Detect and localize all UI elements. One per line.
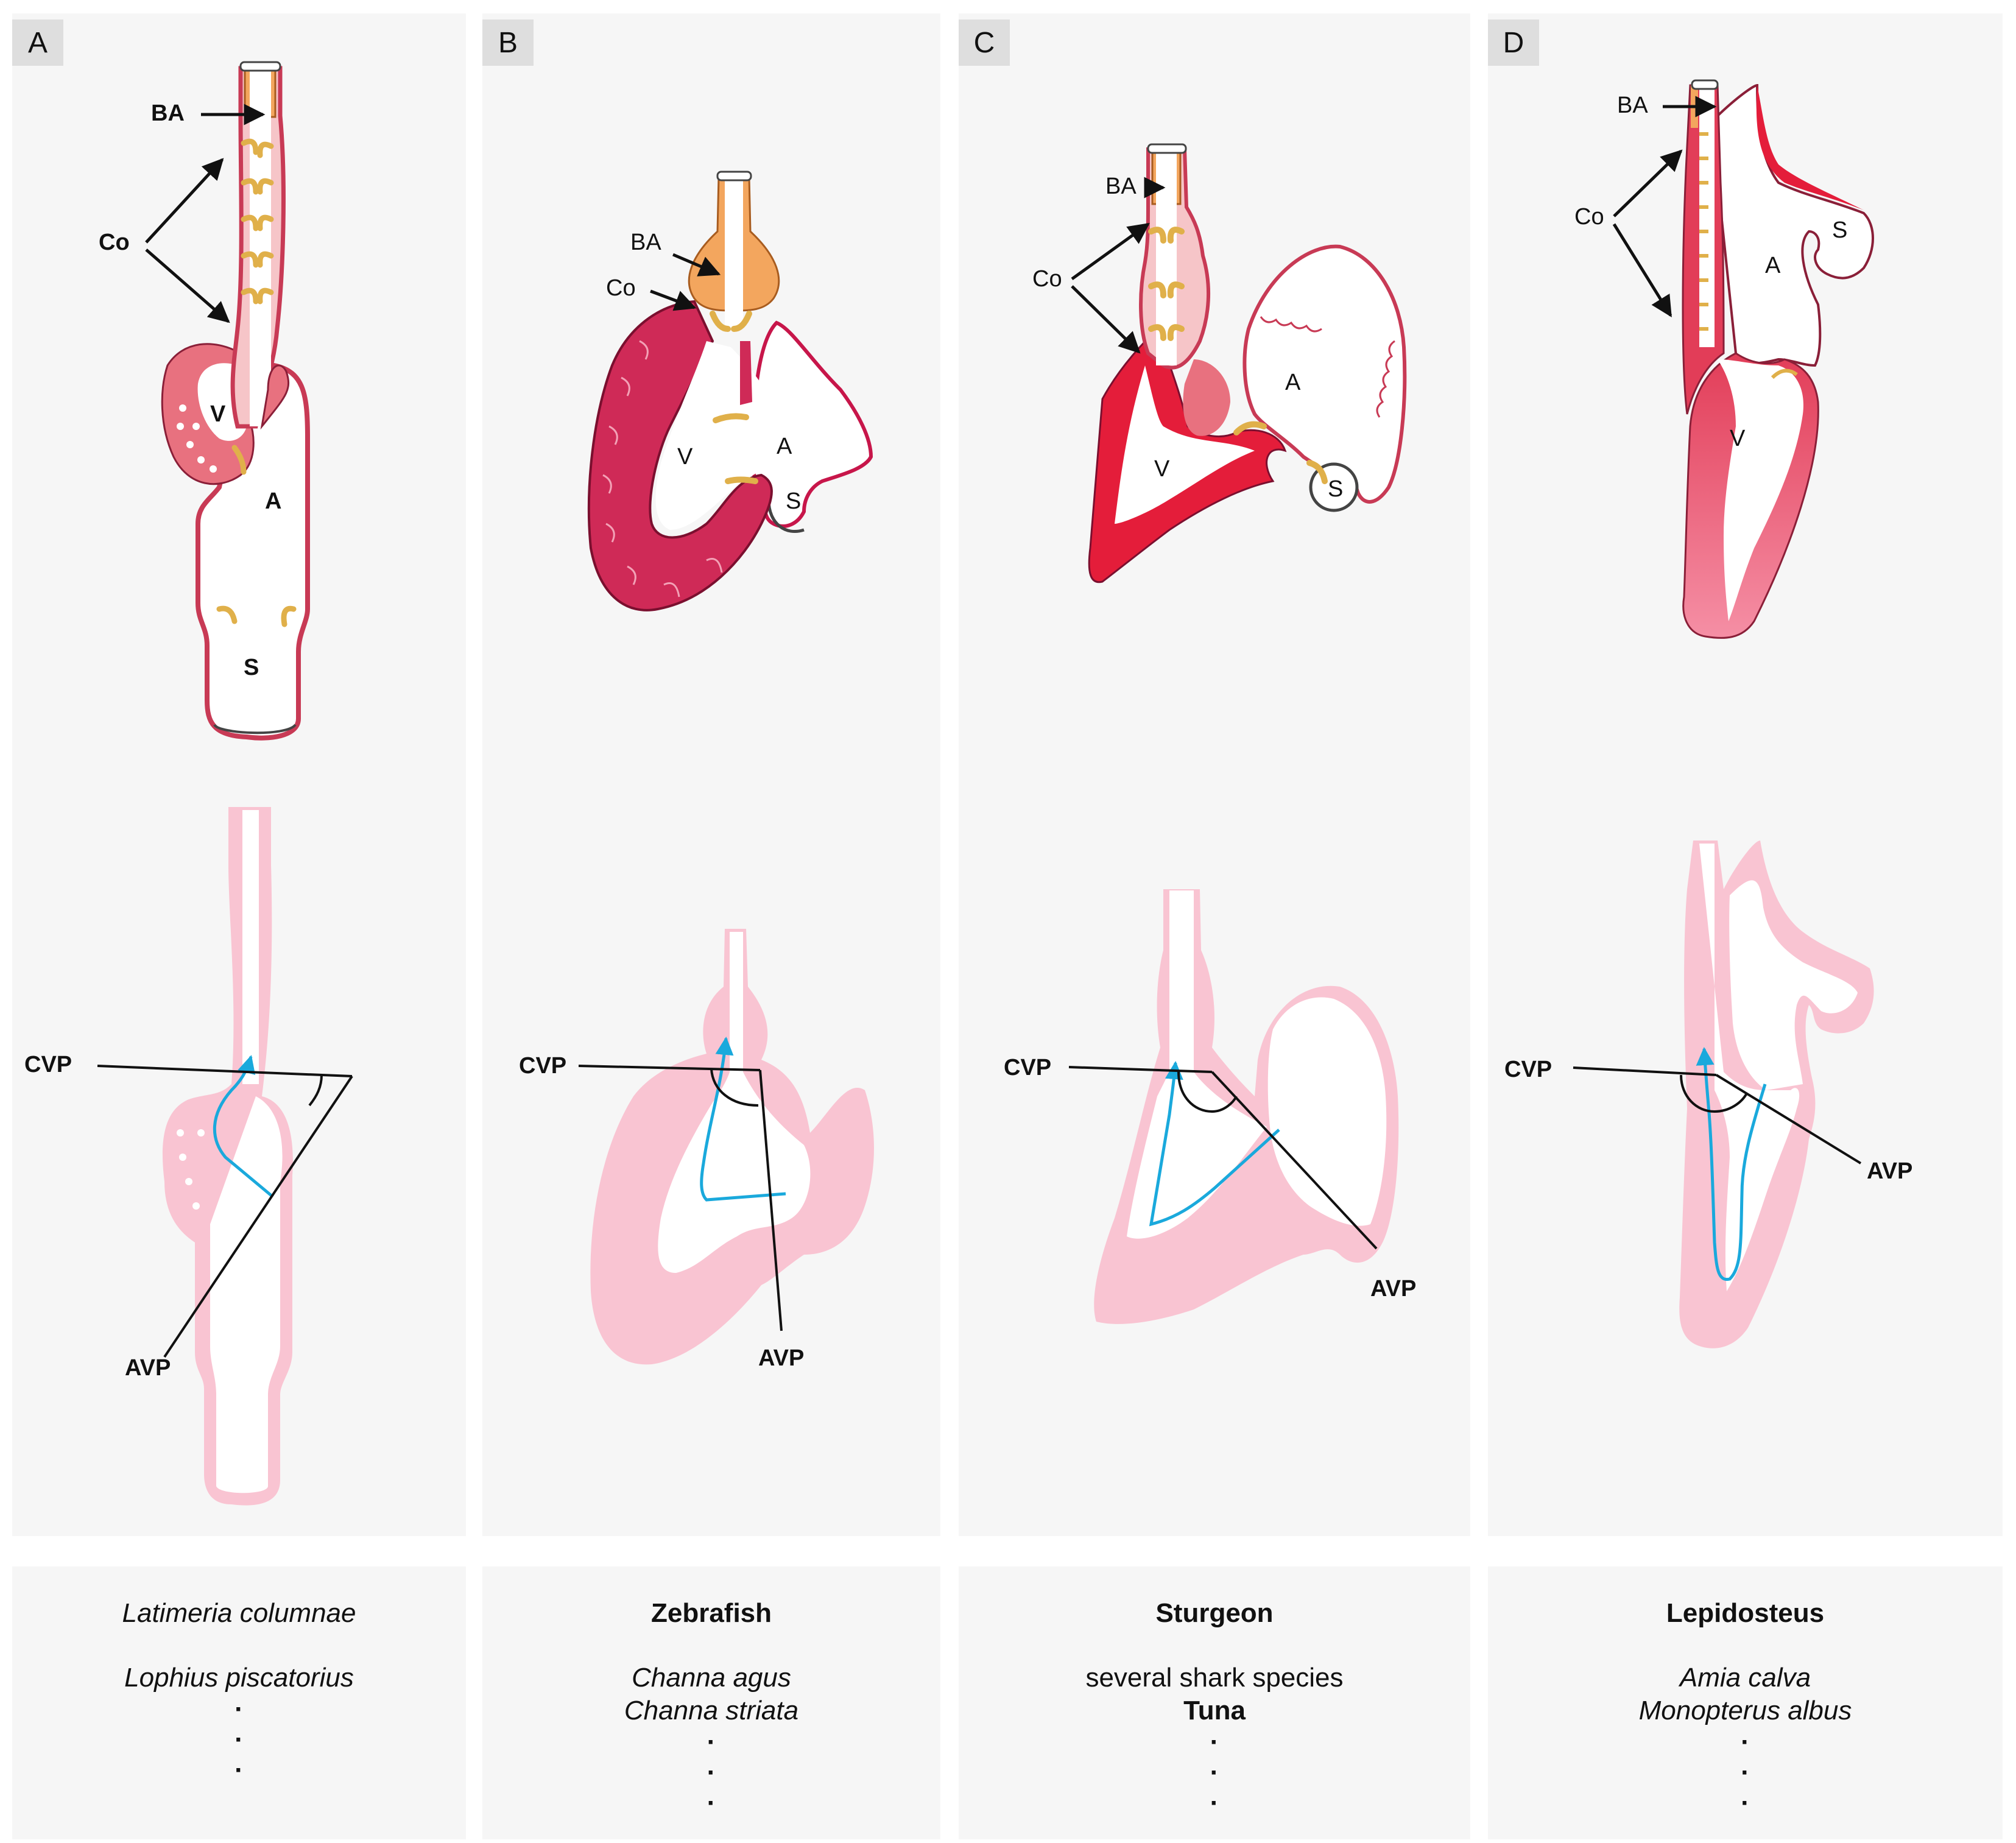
- svg-text:B: B: [498, 27, 518, 59]
- label-c-ba: BA: [1105, 174, 1137, 199]
- panel-b-ghost-heart: [590, 929, 874, 1365]
- label-c-s: S: [1328, 476, 1343, 502]
- panel-c-heart: [1088, 143, 1407, 583]
- panel-letter-c: C: [959, 19, 1010, 66]
- label-a-a: A: [265, 488, 281, 514]
- caption-c-dots: · · ·: [1210, 1727, 1219, 1818]
- label-d-cvp: CVP: [1504, 1057, 1552, 1082]
- label-c-a: A: [1285, 370, 1301, 395]
- panel-c-angle: [1068, 1066, 1378, 1250]
- caption-b-line-2: Channa striata: [624, 1696, 799, 1725]
- label-a-avp: AVP: [125, 1355, 171, 1381]
- caption-a-dots: · · ·: [234, 1694, 244, 1785]
- svg-text:C: C: [974, 27, 995, 59]
- panel-a-ghost-heart: [162, 807, 293, 1506]
- panel-letter-b: B: [482, 19, 534, 66]
- caption-c-title: Sturgeon: [1155, 1598, 1274, 1628]
- caption-d-line-2: Monopterus albus: [1638, 1696, 1852, 1725]
- label-d-avp: AVP: [1867, 1158, 1912, 1184]
- panel-letter-d: D: [1488, 19, 1539, 66]
- caption-d-dots: · · ·: [1741, 1727, 1750, 1818]
- caption-a-line-1: Lophius piscatorius: [124, 1663, 354, 1693]
- caption-c-line-2: Tuna: [1183, 1696, 1246, 1725]
- label-b-co: Co: [606, 275, 636, 301]
- label-b-v: V: [677, 444, 693, 470]
- label-d-s: S: [1832, 217, 1847, 243]
- panel-c-flow-path: [1149, 1061, 1280, 1227]
- label-a-v: V: [210, 401, 226, 427]
- label-c-co: Co: [1032, 266, 1062, 292]
- panel-b-angle: [578, 1065, 783, 1331]
- caption-c-line-1: several shark species: [1085, 1663, 1344, 1693]
- label-b-s: S: [786, 488, 801, 514]
- panel-d-ghost-heart: [1679, 840, 1874, 1348]
- caption-d-line-1: Amia calva: [1679, 1663, 1811, 1693]
- caption-b: Zebrafish Channa agus Channa striata · ·…: [482, 1566, 940, 1839]
- svg-text:A: A: [28, 27, 48, 59]
- caption-a: Latimeria columnae Lophius piscatorius ·…: [12, 1566, 466, 1839]
- label-b-avp: AVP: [758, 1345, 804, 1371]
- label-c-avp: AVP: [1370, 1276, 1416, 1302]
- panel-b-flow-path: [700, 1037, 786, 1202]
- caption-d-title: Lepidosteus: [1666, 1598, 1825, 1628]
- caption-b-line-1: Channa agus: [632, 1663, 791, 1693]
- caption-a-title: Latimeria columnae: [122, 1598, 356, 1628]
- caption-c: Sturgeon several shark species Tuna · · …: [959, 1566, 1470, 1839]
- panel-letter-a: A: [12, 19, 63, 66]
- label-a-co: Co: [99, 230, 130, 255]
- label-b-a: A: [777, 434, 792, 459]
- label-b-ba: BA: [630, 230, 661, 255]
- panel-a-heart: [161, 61, 310, 741]
- label-a-s: S: [244, 655, 259, 680]
- label-d-ba: BA: [1617, 93, 1648, 118]
- panel-b-heart: [587, 171, 873, 611]
- caption-d: Lepidosteus Amia calva Monopterus albus …: [1488, 1566, 2003, 1839]
- label-c-cvp: CVP: [1004, 1055, 1051, 1080]
- label-b-cvp: CVP: [519, 1053, 566, 1079]
- panel-d-angle: [1573, 1066, 1862, 1165]
- panel-d-flow-path: [1696, 1047, 1767, 1281]
- caption-b-title: Zebrafish: [650, 1598, 772, 1628]
- label-c-v: V: [1154, 456, 1170, 482]
- label-d-co: Co: [1574, 204, 1604, 230]
- panel-a-angle: [97, 1065, 353, 1358]
- label-d-a: A: [1765, 253, 1781, 278]
- label-a-ba: BA: [151, 100, 185, 126]
- svg-text:D: D: [1503, 27, 1524, 59]
- panel-c-background: [959, 13, 1470, 1536]
- label-a-cvp: CVP: [24, 1052, 72, 1077]
- label-d-v: V: [1730, 426, 1746, 451]
- panel-d-heart: [1682, 79, 1874, 639]
- caption-b-dots: · · ·: [707, 1727, 716, 1818]
